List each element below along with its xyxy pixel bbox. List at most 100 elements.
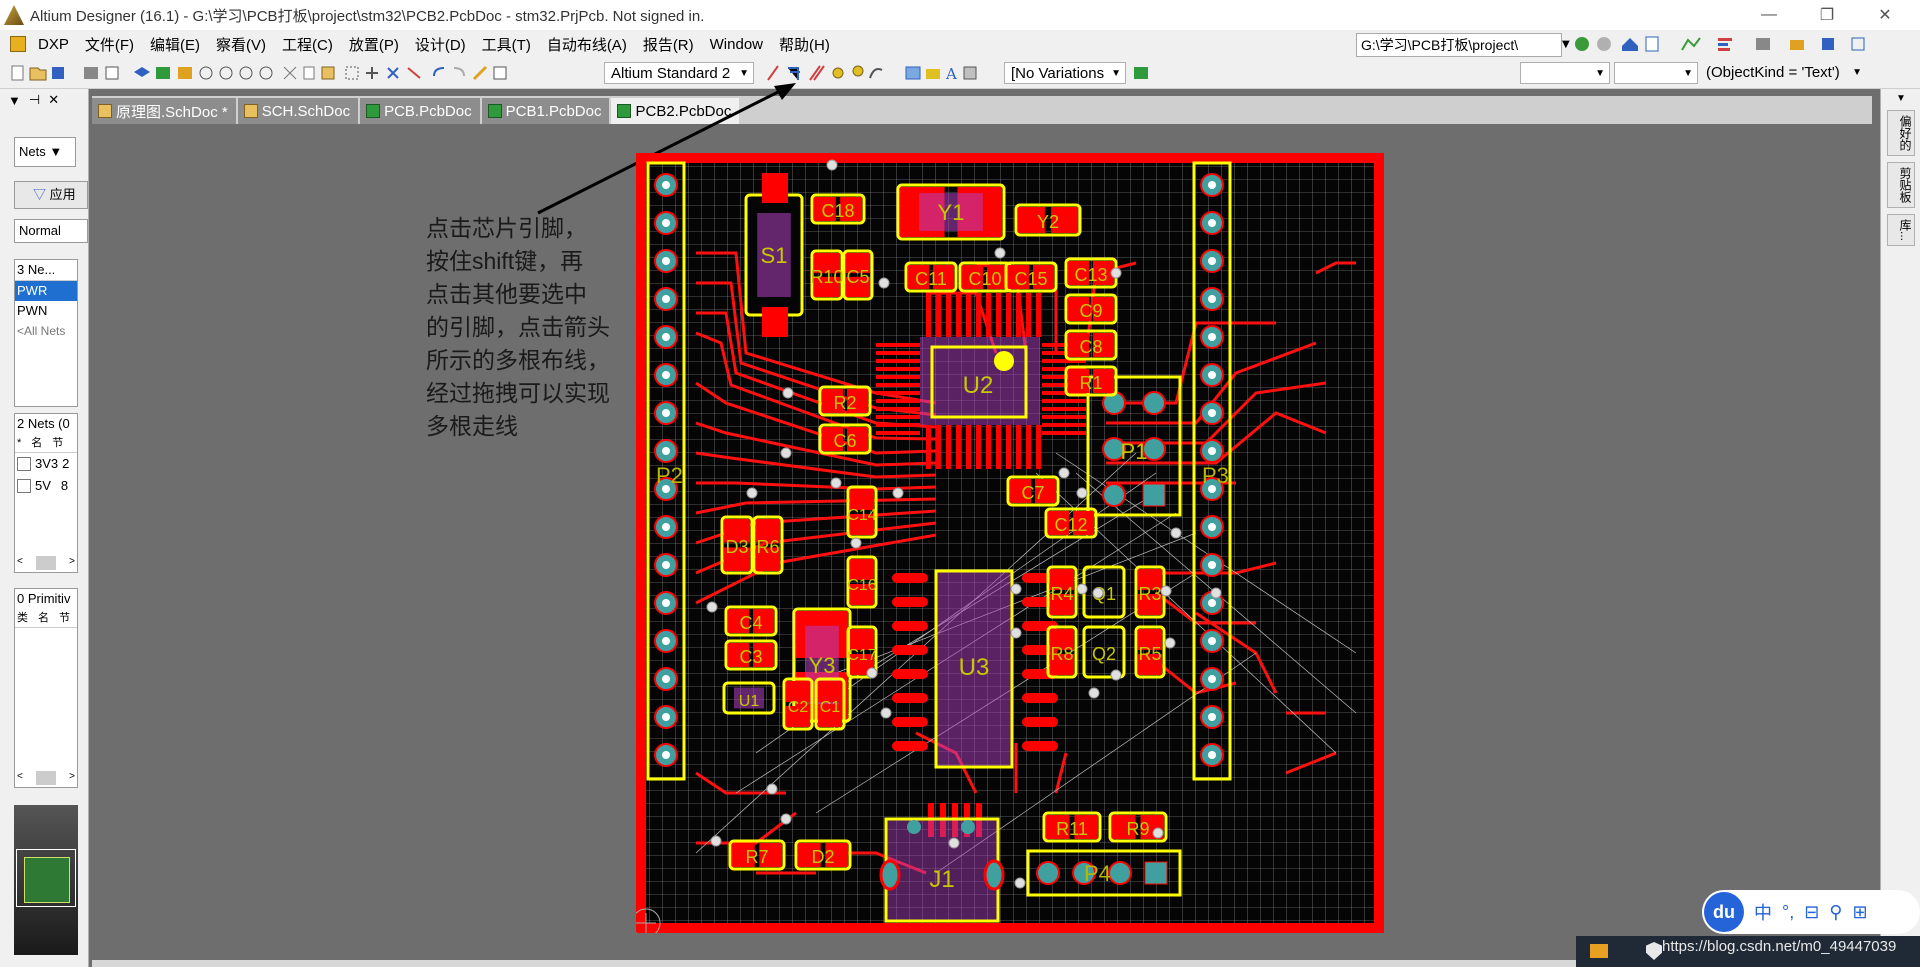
view-config-combo[interactable]: Altium Standard 2▼ [604,62,754,84]
ime-menu-icon[interactable]: ⊞ [1852,901,1868,922]
project-path-combo[interactable]: G:\学习\PCB打板\project\ [1356,33,1562,57]
component-p4 [1026,849,1182,897]
menu-dxp[interactable]: DXP [38,35,69,53]
net-checkbox[interactable] [17,457,31,471]
folder-icon [178,67,192,79]
component-icon [963,66,977,80]
panel-menu-icon[interactable]: ▼ [1896,93,1906,104]
pad-icon [832,67,844,79]
mcu-pin [876,391,920,395]
panel-menu-icon[interactable]: ▼ [8,92,21,108]
minimize-button[interactable]: — [1761,6,1777,23]
column-header[interactable]: 节 [59,612,70,624]
tab-pcb1[interactable]: PCB1.PcbDoc [481,98,610,124]
through-hole-pad [1108,861,1132,885]
menu-autoroute[interactable]: 自动布线(A) [546,36,627,54]
silkscreen-outline [1046,565,1078,619]
drill-hole [1208,257,1216,265]
component-d3: D3 [720,515,754,575]
fill-icon [905,66,921,80]
column-header[interactable]: 名 [38,612,49,624]
via-icon [852,65,864,77]
net-class-item[interactable]: PWN [17,303,48,318]
menu-tools[interactable]: 工具(T) [481,36,531,54]
menu-place[interactable]: 放置(P) [348,36,399,54]
tab-favorites[interactable]: 偏好的 [1887,110,1915,156]
tab-sch[interactable]: SCH.SchDoc [237,98,359,124]
silkscreen-outline [846,625,878,679]
menu-file[interactable]: 文件(F) [84,36,134,54]
layer-filter-combo[interactable]: ▼ [1520,62,1610,84]
net-class-item[interactable]: <All Nets [17,324,66,338]
via [1014,877,1026,889]
soic-pin [892,621,928,631]
column-header[interactable]: 节 [52,437,64,449]
restore-button[interactable]: ❐ [1819,7,1835,24]
net-row[interactable]: 5V 8 [15,475,77,497]
panel-pin-icon[interactable]: ⊣ [28,92,41,107]
file-explorer-icon[interactable] [1590,944,1608,958]
net-class-item[interactable]: PWR [15,281,77,301]
smd-pad [1046,815,1070,839]
menu-edit[interactable]: 编辑(E) [150,36,200,54]
net-checkbox[interactable] [17,479,31,493]
menu-view[interactable]: 察看(V) [216,36,266,54]
column-header[interactable]: 类 [17,612,28,624]
reference-designator: C15 [1014,269,1047,289]
tab-pcb2[interactable]: PCB2.PcbDoc [611,98,740,124]
baidu-ime-toolbar[interactable]: du 中 °, ⊟ ⚲ ⊞ [1702,890,1920,934]
ime-punct-toggle[interactable]: °, [1782,901,1795,922]
menu-help[interactable]: 帮助(H) [779,36,830,54]
mcu-pin [986,293,991,337]
column-header[interactable]: 名 [31,437,43,449]
smd-pad [728,609,749,633]
pcb-panel: ▼ ⊣ ✕ Nets ▼ ▽ 应用 Normal 3 Ne... PWR PWN… [0,89,89,967]
filter-mode-select[interactable]: Normal [14,219,88,243]
open-icon [29,67,47,81]
nets-hscrollbar[interactable]: <> [15,556,77,570]
menu-design[interactable]: 设计(D) [414,36,466,54]
menu-project[interactable]: 工程(C) [282,36,333,54]
silkscreen-outline [814,677,846,731]
annotation-line: 经过拖拽可以实现 [426,380,610,406]
mcu-pin [996,293,1001,337]
drill-hole [1208,713,1216,721]
trace [1106,321,1276,405]
reference-designator: C11 [915,269,947,289]
mcu-pin [1042,343,1086,347]
variant-icon[interactable] [1132,58,1152,88]
smd-pad [814,253,840,274]
drill-hole [1208,219,1216,227]
silkscreen-outline [846,555,878,609]
variations-combo[interactable]: [No Variations▼ [1004,62,1126,84]
panel-mode-select[interactable]: Nets ▼ [14,137,76,167]
minimap-viewport[interactable] [16,849,76,907]
panel-close-icon[interactable]: ✕ [48,92,60,107]
tab-schematic[interactable]: 原理图.SchDoc * [92,98,236,124]
column-header[interactable]: * [17,437,22,449]
dxp-icon[interactable] [10,36,26,52]
class-filter-combo[interactable]: ▼ [1614,62,1698,84]
ime-user-icon[interactable]: ⚲ [1829,901,1843,922]
smd-pad [1068,369,1089,393]
component-y2: Y2 [1014,203,1082,237]
ime-lang-toggle[interactable]: 中 [1754,903,1772,923]
component-c10: C10 [958,261,1012,293]
net-row[interactable]: 3V3 2 [15,453,77,475]
reference-designator: C6 [833,431,856,451]
baidu-logo[interactable]: du [1704,892,1744,932]
menu-window[interactable]: Window [709,35,763,53]
close-button[interactable]: ✕ [1878,7,1892,24]
tab-pcb[interactable]: PCB.PcbDoc [360,98,480,124]
menu-reports[interactable]: 报告(R) [642,36,694,54]
security-shield-icon[interactable] [1646,942,1662,960]
apply-button[interactable]: ▽ 应用 [14,181,88,209]
board-minimap[interactable] [14,805,78,955]
mcu-pin [966,293,971,337]
tab-clipboard[interactable]: 剪贴板 [1887,162,1915,208]
primitives-hscrollbar[interactable]: <> [15,771,77,785]
query-filter-combo[interactable]: (ObjectKind = 'Text')▼ [1706,64,1862,81]
tab-libraries[interactable]: 库... [1887,214,1915,247]
ime-toolbox-icon[interactable]: ⊟ [1804,901,1820,922]
